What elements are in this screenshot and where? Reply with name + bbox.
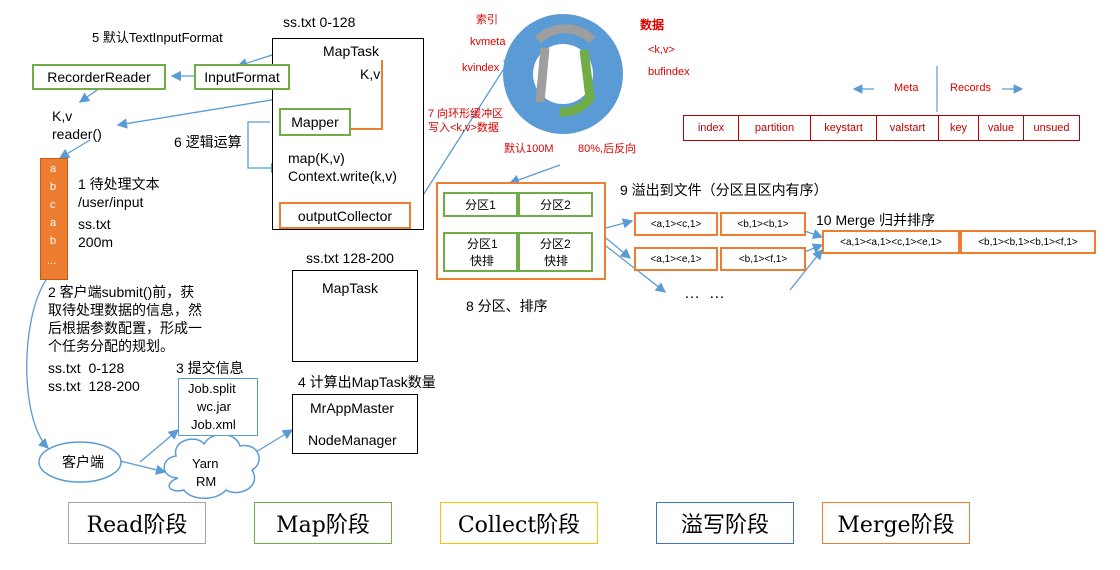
split-plan-1: ss.txt 0-128: [48, 360, 125, 376]
step6-label: 6 逻辑运算: [174, 134, 242, 150]
legend-map: Map阶段: [254, 502, 392, 544]
maptask-2: [292, 270, 418, 362]
file-char: ...: [47, 255, 57, 267]
split-plan-2: ss.txt 128-200: [48, 378, 140, 394]
step2-line2: 取待处理数据的信息，然: [48, 302, 202, 318]
legend-merge: Merge阶段: [822, 502, 970, 544]
step10-label: 10 Merge 归并排序: [816, 212, 936, 228]
job-files-box: Job.split wc.jar Job.xml: [178, 378, 258, 436]
step2-line1: 2 客户端submit()前，获: [48, 284, 195, 300]
record-cell-value: value: [979, 116, 1024, 140]
step1-line3: ss.txt: [78, 216, 111, 232]
client-ellipse: [38, 441, 122, 483]
recorder-reader-box: RecorderReader: [32, 64, 166, 90]
meta-cell-valstart: valstart: [877, 116, 939, 140]
output-collector-box: outputCollector: [279, 202, 411, 229]
step4-label: 4 计算出MapTask数量: [298, 374, 436, 390]
partition-2-sort-line1: 分区2: [540, 237, 571, 251]
legend-spill: 溢写阶段: [656, 502, 794, 544]
ring-default-size: 默认100M: [504, 143, 554, 155]
input-file-stack: a b c a b ...: [40, 158, 68, 280]
maptask-1-title: MapTask: [323, 43, 380, 59]
step7-line1: 7 向环形缓冲区: [428, 108, 504, 120]
step5-label: 5 默认TextInputFormat: [92, 30, 223, 45]
file-char: a: [50, 217, 57, 229]
ring-bufindex-label: bufindex: [648, 66, 690, 78]
kv-reader-line1: K,v: [52, 108, 73, 124]
context-write: Context.write(k,v): [288, 168, 397, 184]
step1-line1: 1 待处理文本: [78, 176, 160, 192]
client-label: 客户端: [62, 454, 104, 470]
merged-file-a: <a,1><a,1><c,1><e,1>: [822, 230, 960, 254]
job-file: Job.split: [188, 381, 236, 396]
records-label: Records: [950, 82, 991, 94]
step2-line3: 后根据参数配置，形成一: [48, 320, 202, 336]
job-file: wc.jar: [197, 399, 231, 414]
map-function: map(K,v): [288, 150, 345, 166]
partition-1-sort-line2: 快排: [470, 254, 495, 268]
step9-label: 9 溢出到文件（分区且区内有序）: [620, 182, 828, 198]
ring-kvmeta-label: kvmeta: [470, 36, 506, 48]
partition-2: 分区2: [518, 192, 593, 217]
input-format-box: InputFormat: [194, 64, 290, 90]
step7-line2: 写入<k,v>数据: [428, 122, 499, 134]
ring-kvindex-label: kvindex: [462, 62, 500, 74]
ring-kv-label: <k,v>: [648, 44, 675, 56]
merged-file-b: <b,1><b,1><b,1><f,1>: [960, 230, 1096, 254]
meta-cell-partition: partition: [739, 116, 811, 140]
job-file: Job.xml: [191, 417, 236, 432]
spill-files-ellipsis: … …: [684, 285, 725, 302]
ring-index-label: 索引: [476, 14, 498, 26]
partition-2-sort-line2: 快排: [544, 254, 569, 268]
step1-line2: /user/input: [78, 194, 144, 210]
legend-collect: Collect阶段: [440, 502, 598, 544]
appmaster-line2: NodeManager: [308, 432, 397, 448]
appmaster-line1: MrAppMaster: [310, 400, 395, 416]
step2-line4: 个任务分配的规划。: [48, 338, 174, 354]
partition-1: 分区1: [443, 192, 518, 217]
meta-cell-index: index: [684, 116, 739, 140]
legend-read: Read阶段: [68, 502, 206, 544]
ring-spill-threshold: 80%,后反向: [578, 143, 637, 155]
spill-file-2a: <a,1><e,1>: [634, 247, 718, 271]
file-char: b: [50, 181, 57, 193]
yarn-cloud: [163, 433, 260, 499]
step1-line4: 200m: [78, 234, 114, 250]
step3-label: 3 提交信息: [176, 360, 244, 376]
kv-reader-line2: reader(): [52, 126, 102, 142]
meta-label: Meta: [894, 82, 919, 94]
partition-2-sort: 分区2 快排: [518, 232, 593, 272]
file-split-1-label: ss.txt 0-128: [283, 14, 356, 30]
kv-label: K,v: [360, 66, 381, 82]
mapper-box: Mapper: [279, 108, 351, 136]
file-char: a: [50, 163, 57, 175]
maptask-2-title: MapTask: [322, 280, 379, 296]
spill-file-2b: <b,1><f,1>: [720, 247, 806, 271]
file-split-2-label: ss.txt 128-200: [306, 250, 394, 266]
ring-data-label: 数据: [640, 18, 665, 32]
partition-1-sort: 分区1 快排: [443, 232, 518, 272]
file-char: c: [50, 199, 56, 211]
yarn-line2: RM: [196, 474, 217, 489]
record-cell-key: key: [939, 116, 979, 140]
spill-file-1b: <b,1><b,1>: [720, 212, 806, 236]
yarn-line1: Yarn: [192, 456, 219, 471]
meta-cell-keystart: keystart: [811, 116, 877, 140]
step8-label: 8 分区、排序: [466, 298, 548, 314]
spill-file-1a: <a,1><c,1>: [634, 212, 718, 236]
file-char: b: [50, 235, 57, 247]
record-cell-unsued: unsued: [1033, 122, 1070, 134]
appmaster-box: [292, 394, 418, 454]
partition-1-sort-line1: 分区1: [467, 237, 498, 251]
meta-records-table: index partition keystart valstart key va…: [683, 115, 1080, 141]
